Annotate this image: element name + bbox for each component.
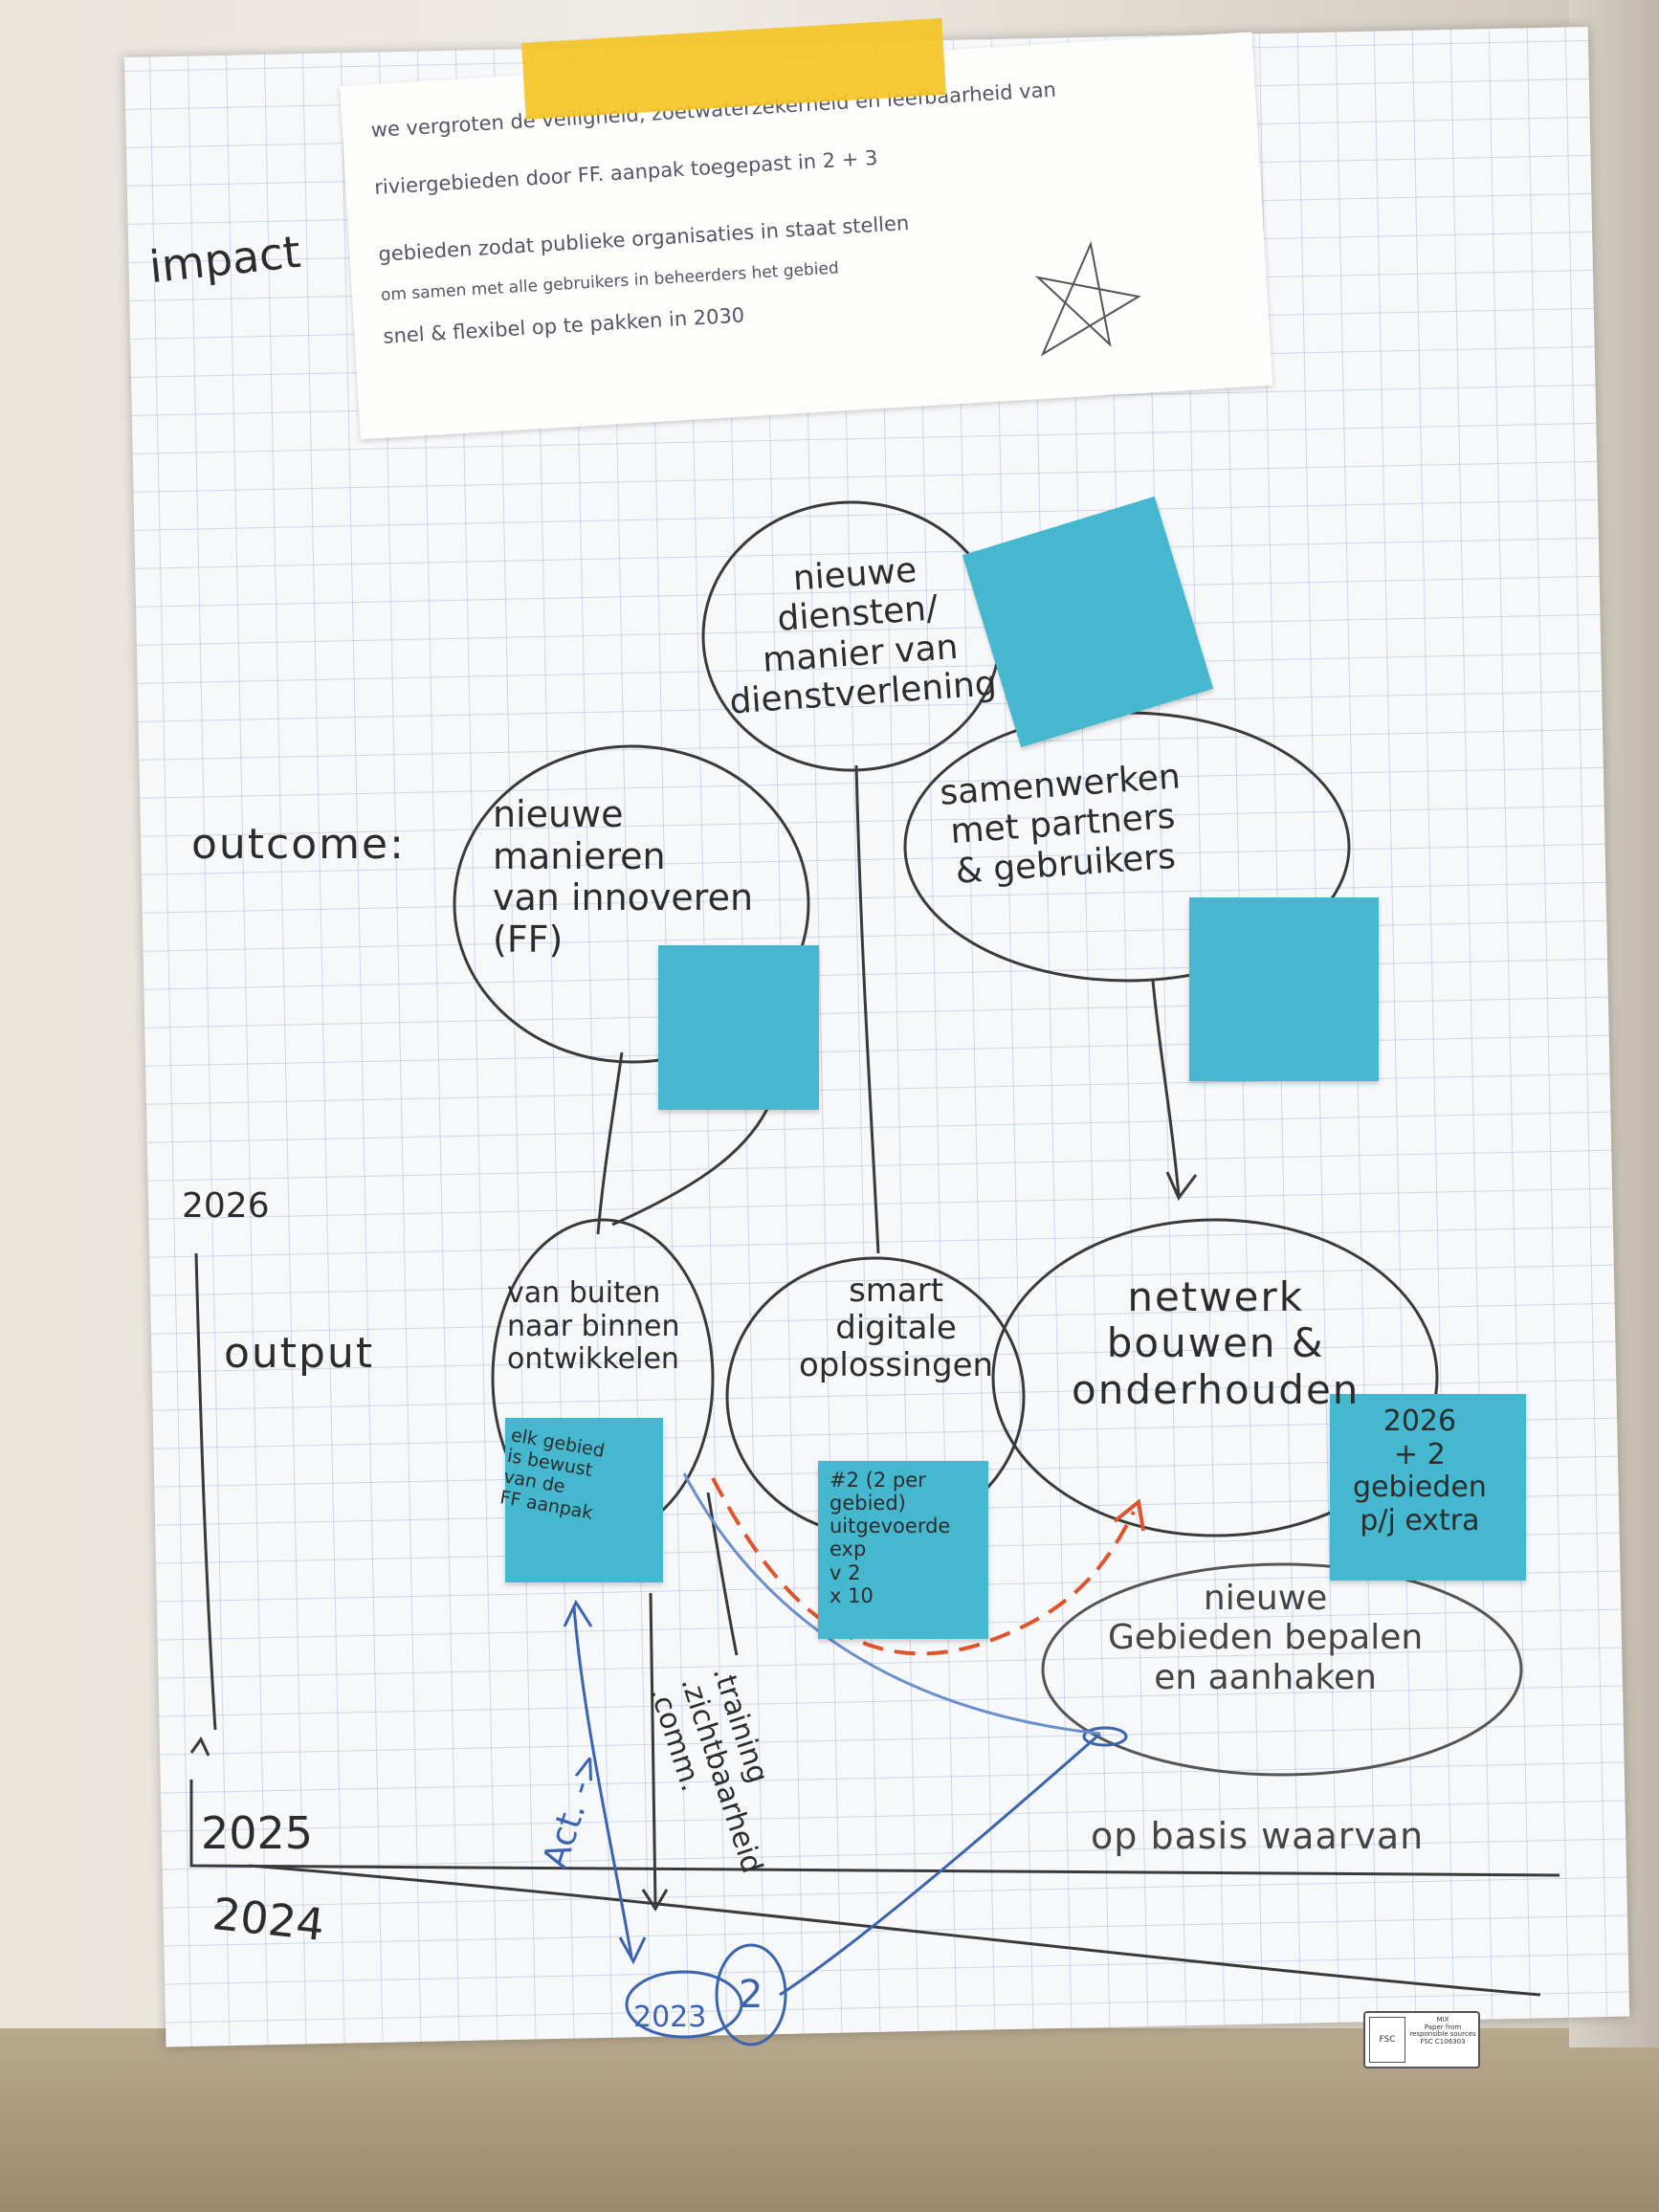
node-smart-digitale: smart digitale oplossingen xyxy=(799,1272,994,1385)
label-output: output xyxy=(224,1329,375,1378)
label-outcome: outcome: xyxy=(191,820,406,869)
node-nieuwe-gebieden: nieuwe Gebieden bepalen en aanhaken xyxy=(1108,1579,1424,1697)
sticky-2026-text: 2026 + 2 gebieden p/j extra xyxy=(1353,1405,1487,1537)
sticky-note-2026: 2026 + 2 gebieden p/j extra xyxy=(1330,1394,1526,1581)
sticky-gebied-text: elk gebied is bewust van de FF aanpak xyxy=(498,1425,607,1524)
sticky-note-right-outcome xyxy=(1189,897,1379,1081)
fsc-label: FSC MIX Paper from responsible sources F… xyxy=(1363,2011,1480,2068)
annotation-op-basis: op basis waarvan xyxy=(1091,1815,1425,1857)
sticky-note-left-outcome xyxy=(658,945,819,1110)
year-2026: 2026 xyxy=(182,1186,270,1226)
node-nieuwe-diensten: nieuwe diensten/ manier van dienstverlen… xyxy=(728,550,999,722)
sticky-experiments-text: #2 (2 per gebied) uitgevoerde exp v 2 x … xyxy=(830,1469,951,1607)
year-2025: 2025 xyxy=(201,1807,314,1859)
fsc-text: MIX Paper from responsible sources FSC C… xyxy=(1409,2016,1476,2046)
circled-2: 2 xyxy=(739,1973,763,2017)
node-netwerk: netwerk bouwen & onderhouden xyxy=(1072,1273,1360,1413)
sticky-note-gebied: elk gebied is bewust van de FF aanpak xyxy=(498,1418,663,1582)
year-2023: 2023 xyxy=(633,2001,707,2034)
fsc-logo-icon: FSC xyxy=(1369,2017,1405,2063)
node-van-buiten: van buiten naar binnen ontwikkelen xyxy=(507,1276,680,1376)
sticky-note-experiments: #2 (2 per gebied) uitgevoerde exp v 2 x … xyxy=(818,1461,988,1639)
node-nieuwe-manieren: nieuwe manieren van innoveren (FF) xyxy=(493,793,754,962)
node-samenwerken: samenwerken met partners & gebruikers xyxy=(938,757,1183,892)
